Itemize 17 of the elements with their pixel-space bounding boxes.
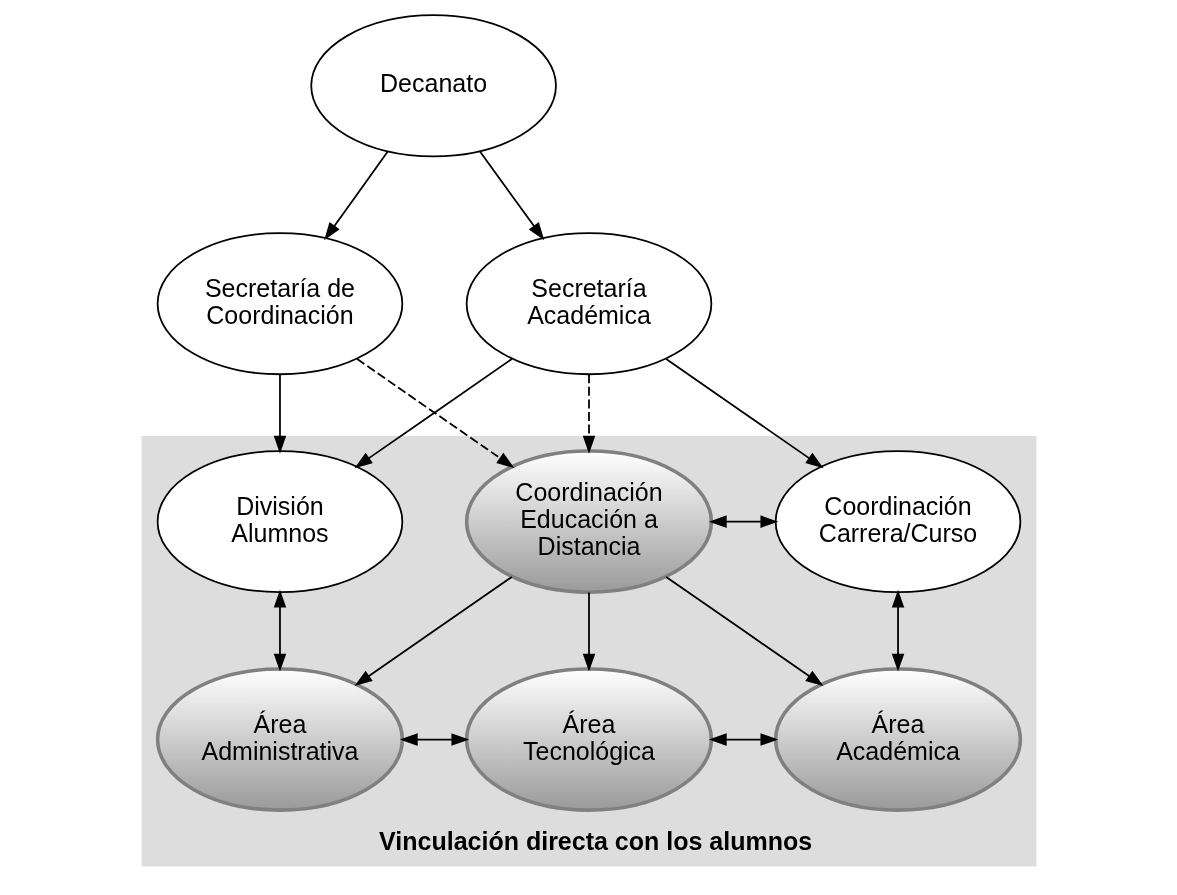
arrow	[273, 373, 286, 454]
arrow	[354, 576, 513, 687]
arrow	[582, 373, 595, 454]
arrow	[891, 589, 904, 672]
arrow	[664, 576, 823, 687]
arrow	[708, 733, 778, 746]
node-ellipse: Área Tecnológica	[464, 667, 713, 812]
node-ellipse: Decanato	[309, 14, 557, 158]
arrow	[582, 591, 595, 672]
arrow	[323, 150, 389, 241]
node-ellipse: Secretaría Académica	[465, 232, 712, 376]
arrow	[664, 358, 823, 469]
node-ellipse: Secretaría de Coordinación	[156, 232, 403, 376]
arrow	[478, 150, 544, 241]
arrow	[708, 515, 778, 528]
arrow	[273, 589, 286, 672]
arrow	[399, 733, 469, 746]
